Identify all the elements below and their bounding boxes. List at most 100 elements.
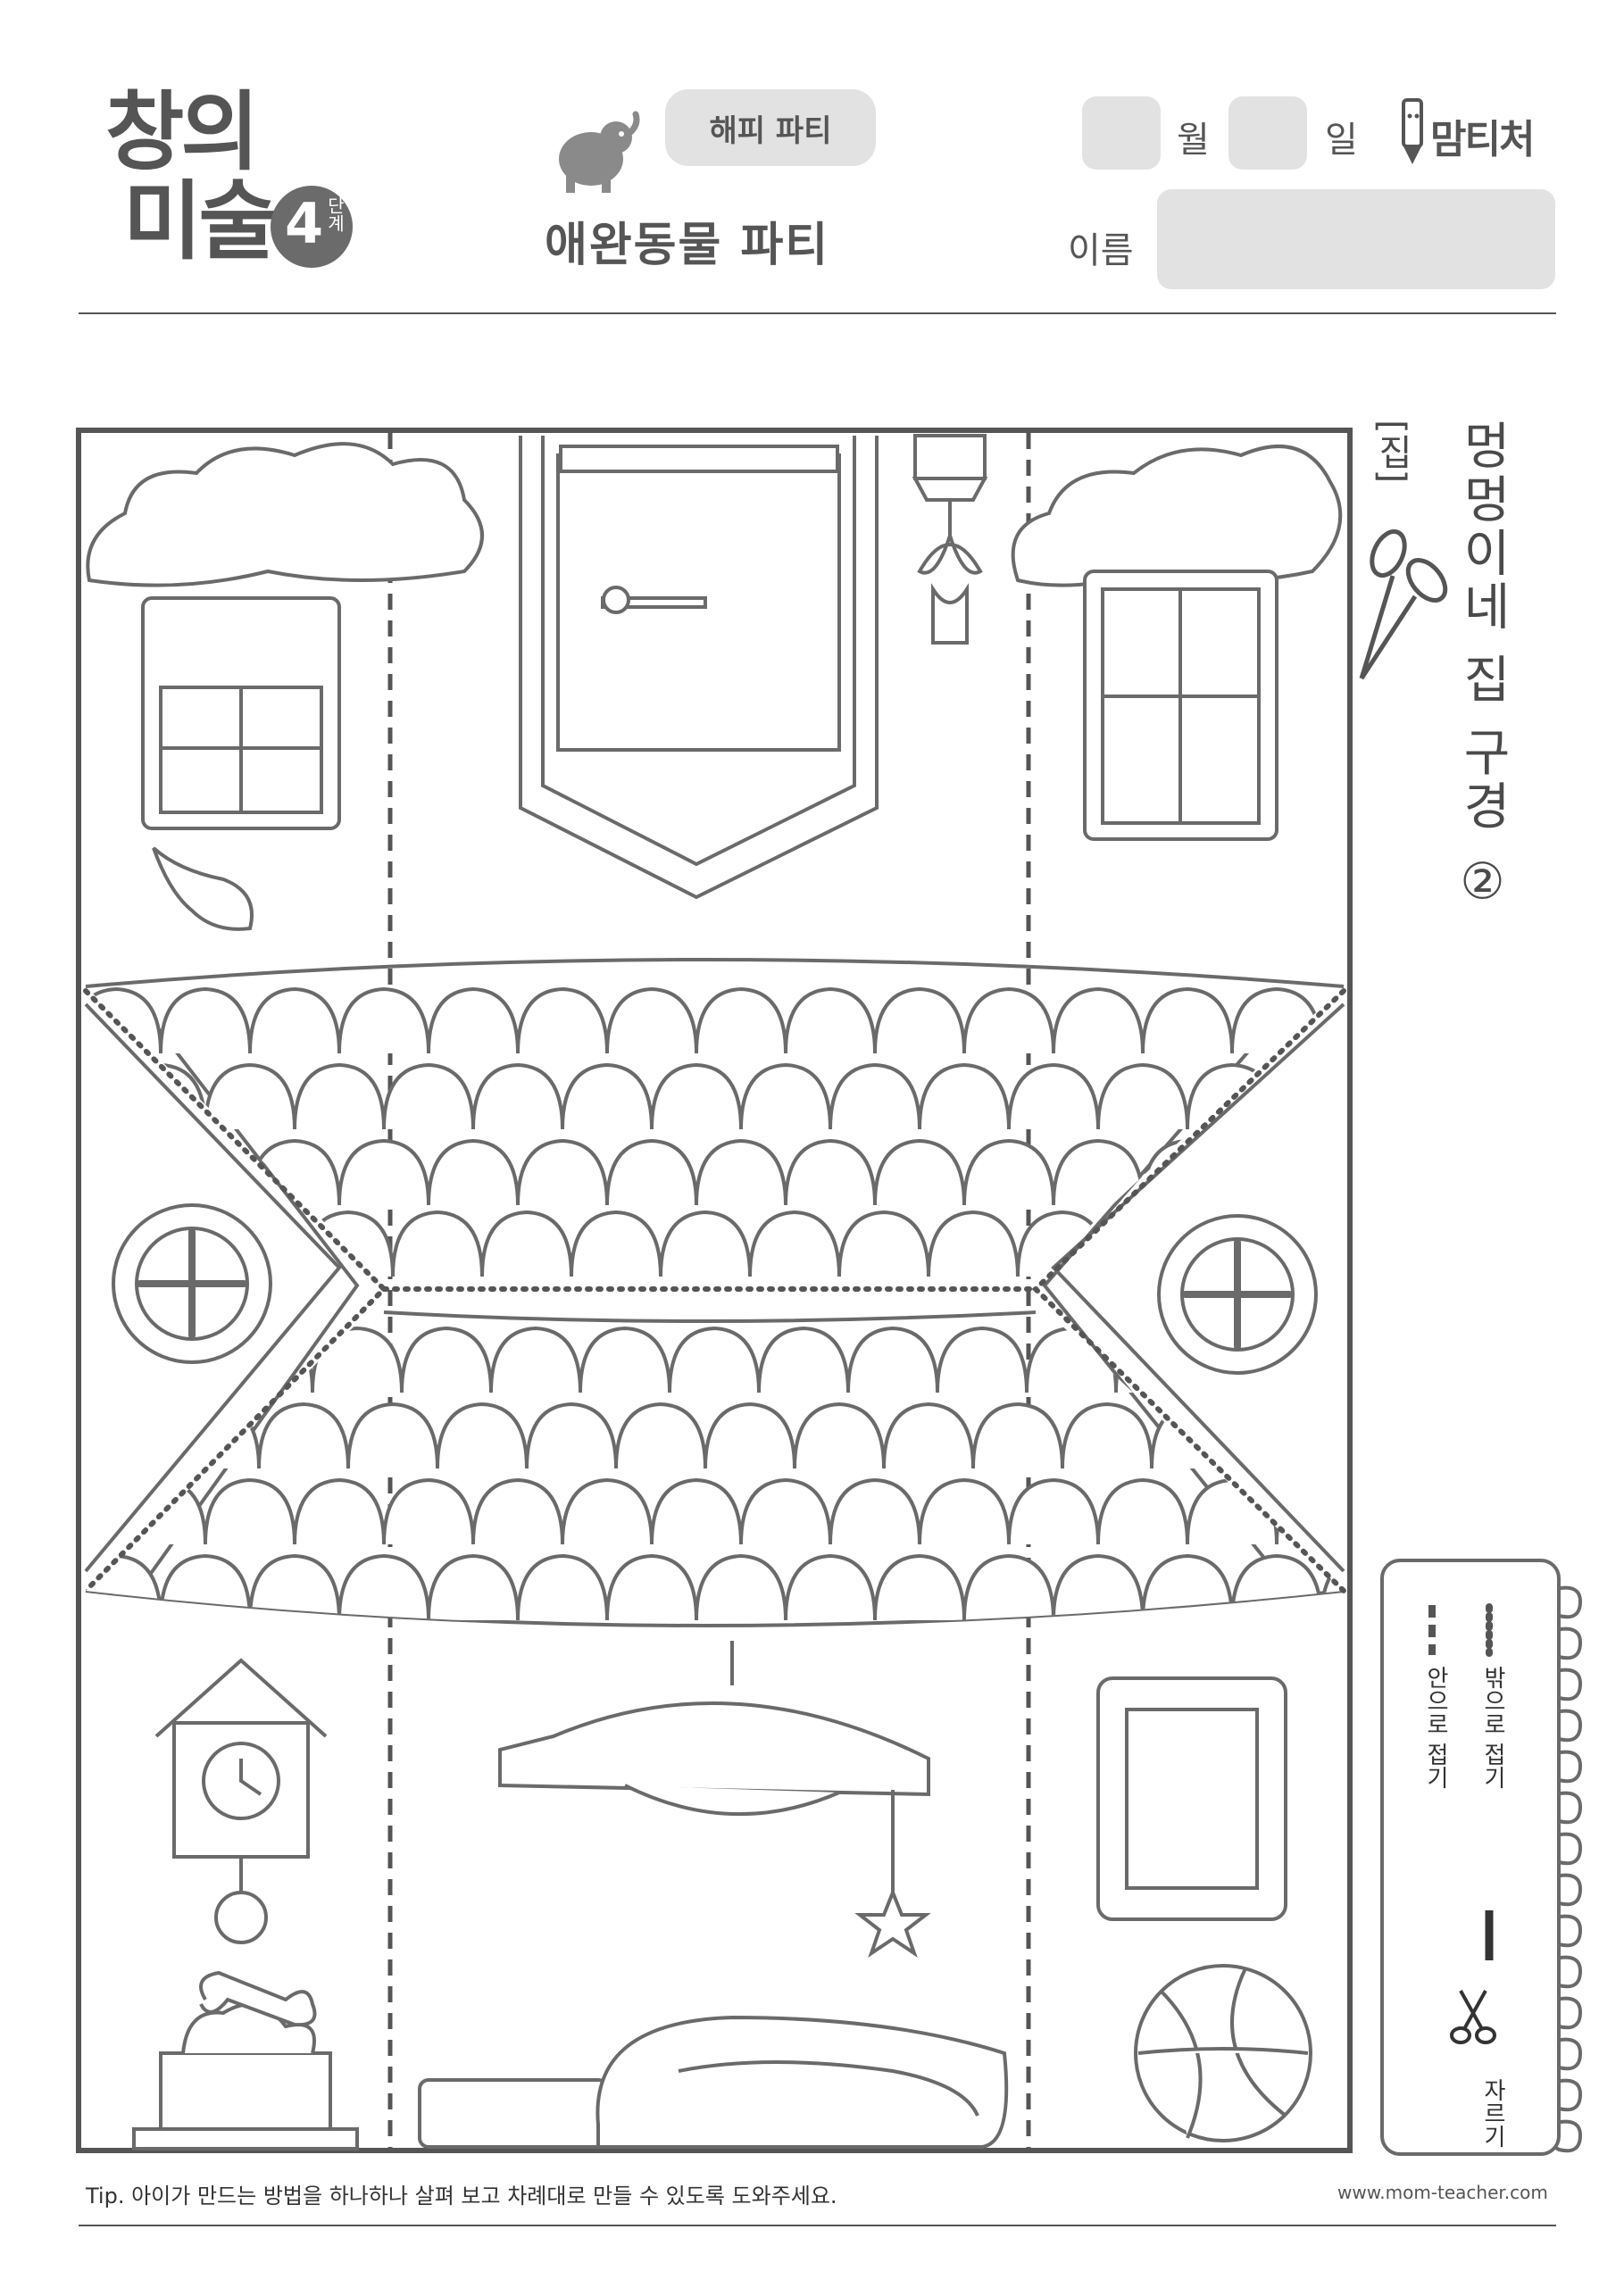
roof-tile <box>605 986 698 1054</box>
roof-tile <box>962 986 1055 1054</box>
footer-tip: Tip. 아이가 만드는 방법을 하나하나 살펴 보고 차례대로 만들 수 있도… <box>86 2184 837 2209</box>
roof-tile <box>1052 986 1145 1054</box>
roof-tile <box>204 1477 296 1545</box>
roof-tile <box>927 1210 1020 1277</box>
footer-url[interactable]: www.mom-teacher.com <box>1337 2182 1548 2203</box>
solid-line-icon <box>1485 1910 1494 1960</box>
roof-tile <box>605 1138 698 1206</box>
roof-tile <box>918 1062 1011 1130</box>
legend-label-inward: 안으로 접기 <box>1422 1666 1449 1790</box>
roof-tile <box>1096 1477 1189 1545</box>
roof-tile <box>337 1138 430 1206</box>
roof-tile <box>829 1062 921 1130</box>
worksheet-tag: [집] <box>1366 420 1412 527</box>
name-label: 이름 <box>1068 230 1134 271</box>
roof-tile <box>427 1138 520 1206</box>
legend-item-inward-fold: 안으로 접기 <box>1414 1603 1450 1809</box>
name-input[interactable] <box>1157 189 1555 289</box>
level-unit: 단계 <box>324 196 346 232</box>
roof-tile <box>784 1138 877 1206</box>
roof-tile <box>489 1326 582 1393</box>
roof-tile <box>471 1477 564 1545</box>
roof-tile <box>962 1138 1055 1206</box>
roof-tile <box>748 1210 841 1277</box>
logo-line-2: 미술 <box>123 171 278 271</box>
legend-item-outward-fold: 밖으로 접기 <box>1471 1603 1507 1809</box>
roof-tile <box>614 1402 707 1469</box>
roof-tile <box>918 1477 1011 1545</box>
roof-tile <box>695 986 787 1054</box>
roof-tile <box>846 1326 939 1393</box>
month-input[interactable] <box>1082 96 1161 170</box>
roof-tile <box>159 986 252 1054</box>
roof-tile <box>1141 986 1234 1054</box>
roof-tile <box>873 1138 966 1206</box>
roof-tile <box>480 1210 573 1277</box>
day-input[interactable] <box>1228 96 1307 170</box>
roof-tile <box>1239 1402 1332 1469</box>
roof-tile <box>471 1062 564 1130</box>
roof-tile <box>971 1402 1064 1469</box>
scissors-cut-icon <box>1359 528 1448 680</box>
roof-tile <box>1141 1553 1234 1621</box>
roof-tile <box>936 1326 1029 1393</box>
roof-tile <box>400 1326 493 1393</box>
roof-tile <box>739 1062 832 1130</box>
legend-label-cut: 자르기 <box>1479 2078 1506 2148</box>
page-subtitle: 애완동물 파티 <box>545 219 830 272</box>
footer-divider <box>79 2225 1556 2226</box>
roof-tile <box>695 1553 787 1621</box>
roof-tile <box>650 1062 743 1130</box>
roof-tile <box>382 1477 475 1545</box>
roof-tile <box>516 986 609 1054</box>
roof-tile <box>1052 1138 1145 1206</box>
roof-tile <box>391 1210 484 1277</box>
roof-tile <box>525 1402 618 1469</box>
roof-tile <box>293 1062 386 1130</box>
roof-tile <box>248 986 341 1054</box>
roof-tile <box>695 1138 787 1206</box>
legend-label-outward: 밖으로 접기 <box>1479 1666 1506 1790</box>
roof-tile <box>248 1138 341 1206</box>
roof-tile <box>1230 986 1323 1054</box>
roof-tile <box>248 1553 341 1621</box>
brand-logo: 맘티처 <box>1393 96 1571 168</box>
roof-tile <box>873 1553 966 1621</box>
level-badge: 4 단계 <box>271 186 353 268</box>
roof-tile <box>829 1477 921 1545</box>
header-divider <box>79 312 1556 314</box>
dotted-line-icon <box>1486 1603 1493 1657</box>
roof-tile <box>882 1402 975 1469</box>
roof-tile <box>1007 1477 1100 1545</box>
roof-tile <box>311 1326 404 1393</box>
roof-tile <box>168 1402 261 1469</box>
worksheet-title: 멍멍이네 집 구경 ② <box>1446 420 1518 955</box>
roof-tile <box>784 1553 877 1621</box>
roof-tile <box>793 1402 886 1469</box>
roof-tile <box>784 986 877 1054</box>
roof-tile <box>1230 1553 1323 1621</box>
roof-tile <box>427 986 520 1054</box>
roof-tile <box>605 1553 698 1621</box>
roof-tile <box>1025 1326 1118 1393</box>
roof-tile <box>659 1210 752 1277</box>
roof-tile <box>739 1477 832 1545</box>
roof-tile <box>516 1553 609 1621</box>
roof-tile <box>204 1062 296 1130</box>
roof-tile <box>337 986 430 1054</box>
roof-tile <box>561 1477 654 1545</box>
roof-tile <box>570 1210 662 1277</box>
roof-tile <box>436 1402 529 1469</box>
roof-tile <box>837 1210 930 1277</box>
roof-tile <box>579 1326 671 1393</box>
roof-tile <box>293 1477 386 1545</box>
roof-tile <box>382 1062 475 1130</box>
roof-tile <box>561 1062 654 1130</box>
roof-tile <box>704 1402 796 1469</box>
logo-line-1: 창의 <box>105 82 260 182</box>
roof-tile <box>346 1402 439 1469</box>
roof-tile <box>159 1138 252 1206</box>
elephant-icon <box>546 107 645 196</box>
roof-tile <box>668 1326 761 1393</box>
roof-tile <box>962 1553 1055 1621</box>
